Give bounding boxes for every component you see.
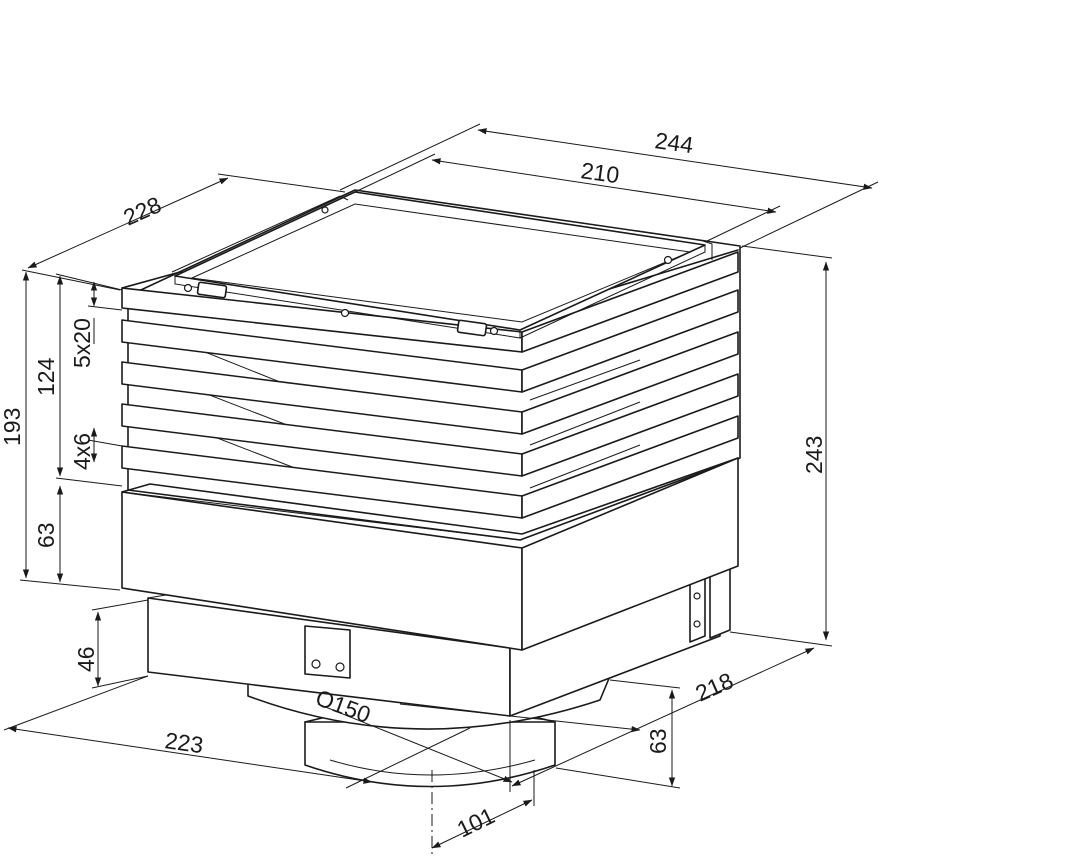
dim-124: 124 xyxy=(33,357,59,396)
dim-210: 210 xyxy=(579,157,621,188)
dim-4x6: 4x6 xyxy=(69,433,95,470)
dim-193: 193 xyxy=(0,408,25,446)
dim-223: 223 xyxy=(163,727,205,758)
dim-63-left: 63 xyxy=(33,522,59,548)
dim-243: 243 xyxy=(801,436,827,474)
dim-46: 46 xyxy=(73,646,99,672)
dim-244: 244 xyxy=(653,127,695,158)
top-lid xyxy=(171,191,713,339)
dim-5x20: 5x20 xyxy=(69,318,95,368)
dim-228: 228 xyxy=(119,191,165,230)
dimension-lines xyxy=(3,123,879,856)
dim-63-right: 63 xyxy=(645,728,671,754)
dim-101: 101 xyxy=(453,802,499,842)
